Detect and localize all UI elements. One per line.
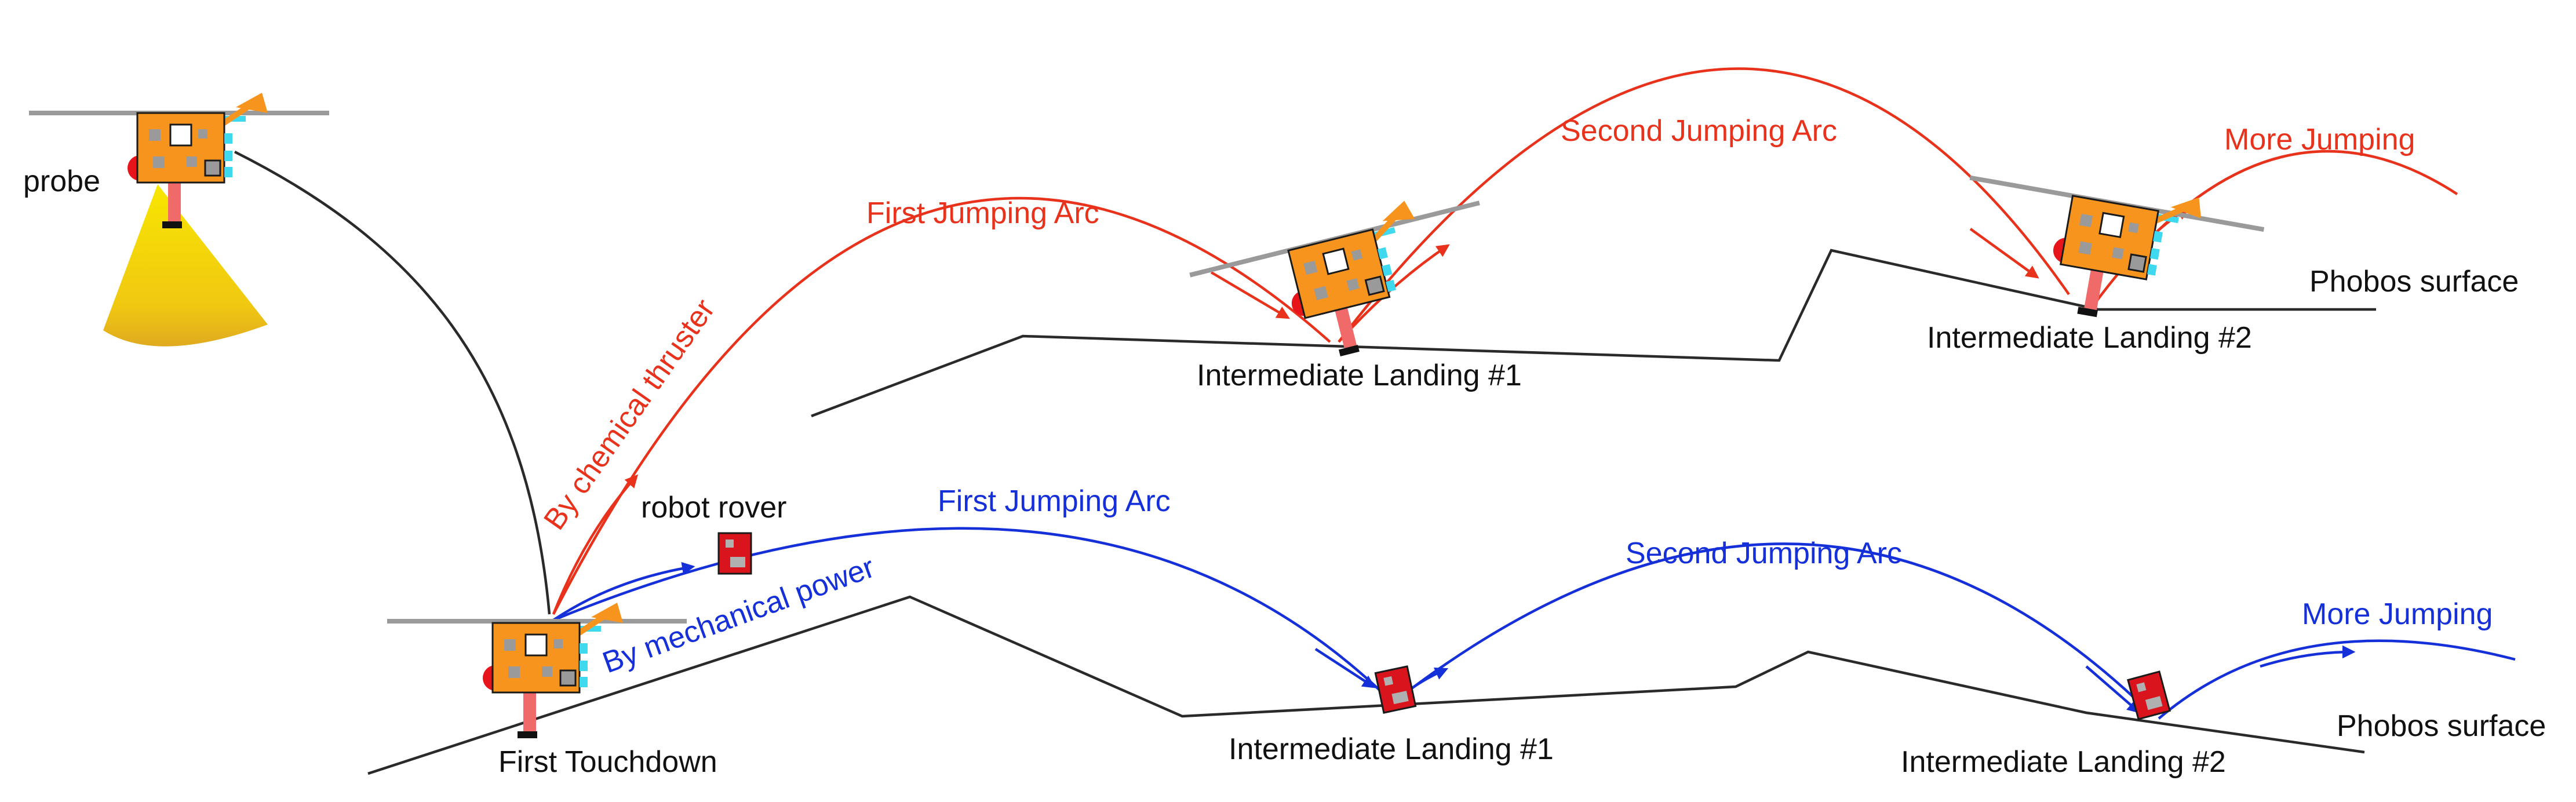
top-more-jumping-label: More Jumping	[2224, 123, 2415, 156]
red-second-jumping-arc	[1338, 67, 2070, 343]
blue-more-jumping-arc	[2158, 639, 2516, 720]
robot-rover-label: robot rover	[641, 491, 786, 524]
red-second-arc-arrow	[1969, 228, 2039, 279]
top-intermediate-landing-2-label: Intermediate Landing #2	[1927, 321, 2252, 355]
probe-first-touchdown	[387, 603, 687, 738]
probe-intermediate-landing-2	[1969, 158, 2265, 343]
red-first-jumping-arc	[552, 196, 1331, 615]
blue-second-jumping-arc	[1401, 542, 2154, 717]
blue-first-jumping-arc	[553, 527, 1383, 694]
bottom-phobos-surface	[367, 595, 2365, 775]
blue-second-arc-arrow	[2085, 665, 2141, 713]
probe-descending	[29, 93, 329, 228]
top-first-jumping-arc-label: First Jumping Arc	[866, 196, 1099, 230]
blue-launch-arrow	[552, 562, 695, 621]
camera-cone	[103, 184, 268, 347]
rover-in-flight	[717, 532, 752, 575]
blue-more-jumping-arrow	[2260, 645, 2356, 668]
probe-intermediate-landing-1	[1189, 183, 1480, 387]
probe-label: probe	[23, 165, 100, 198]
bottom-intermediate-landing-1-label: Intermediate Landing #1	[1229, 732, 1554, 766]
top-second-jumping-arc-label: Second Jumping Arc	[1561, 114, 1837, 148]
top-phobos-surface-label: Phobos surface	[2309, 265, 2519, 298]
bottom-first-jumping-arc-label: First Jumping Arc	[938, 484, 1171, 518]
probe-descent-path	[234, 150, 551, 615]
blue-first-arc-arrow	[1314, 648, 1376, 688]
first-touchdown-label: First Touchdown	[498, 745, 717, 779]
bottom-intermediate-landing-2-label: Intermediate Landing #2	[1901, 745, 2226, 779]
top-phobos-surface	[811, 249, 2376, 418]
red-first-arc-arrow	[1210, 271, 1290, 319]
top-intermediate-landing-1-label: Intermediate Landing #1	[1197, 359, 1522, 392]
bottom-second-jumping-arc-label: Second Jumping Arc	[1626, 537, 1902, 570]
rover-landing-2	[2127, 670, 2171, 720]
bottom-phobos-surface-label: Phobos surface	[2337, 709, 2546, 743]
bottom-more-jumping-label: More Jumping	[2302, 597, 2493, 631]
